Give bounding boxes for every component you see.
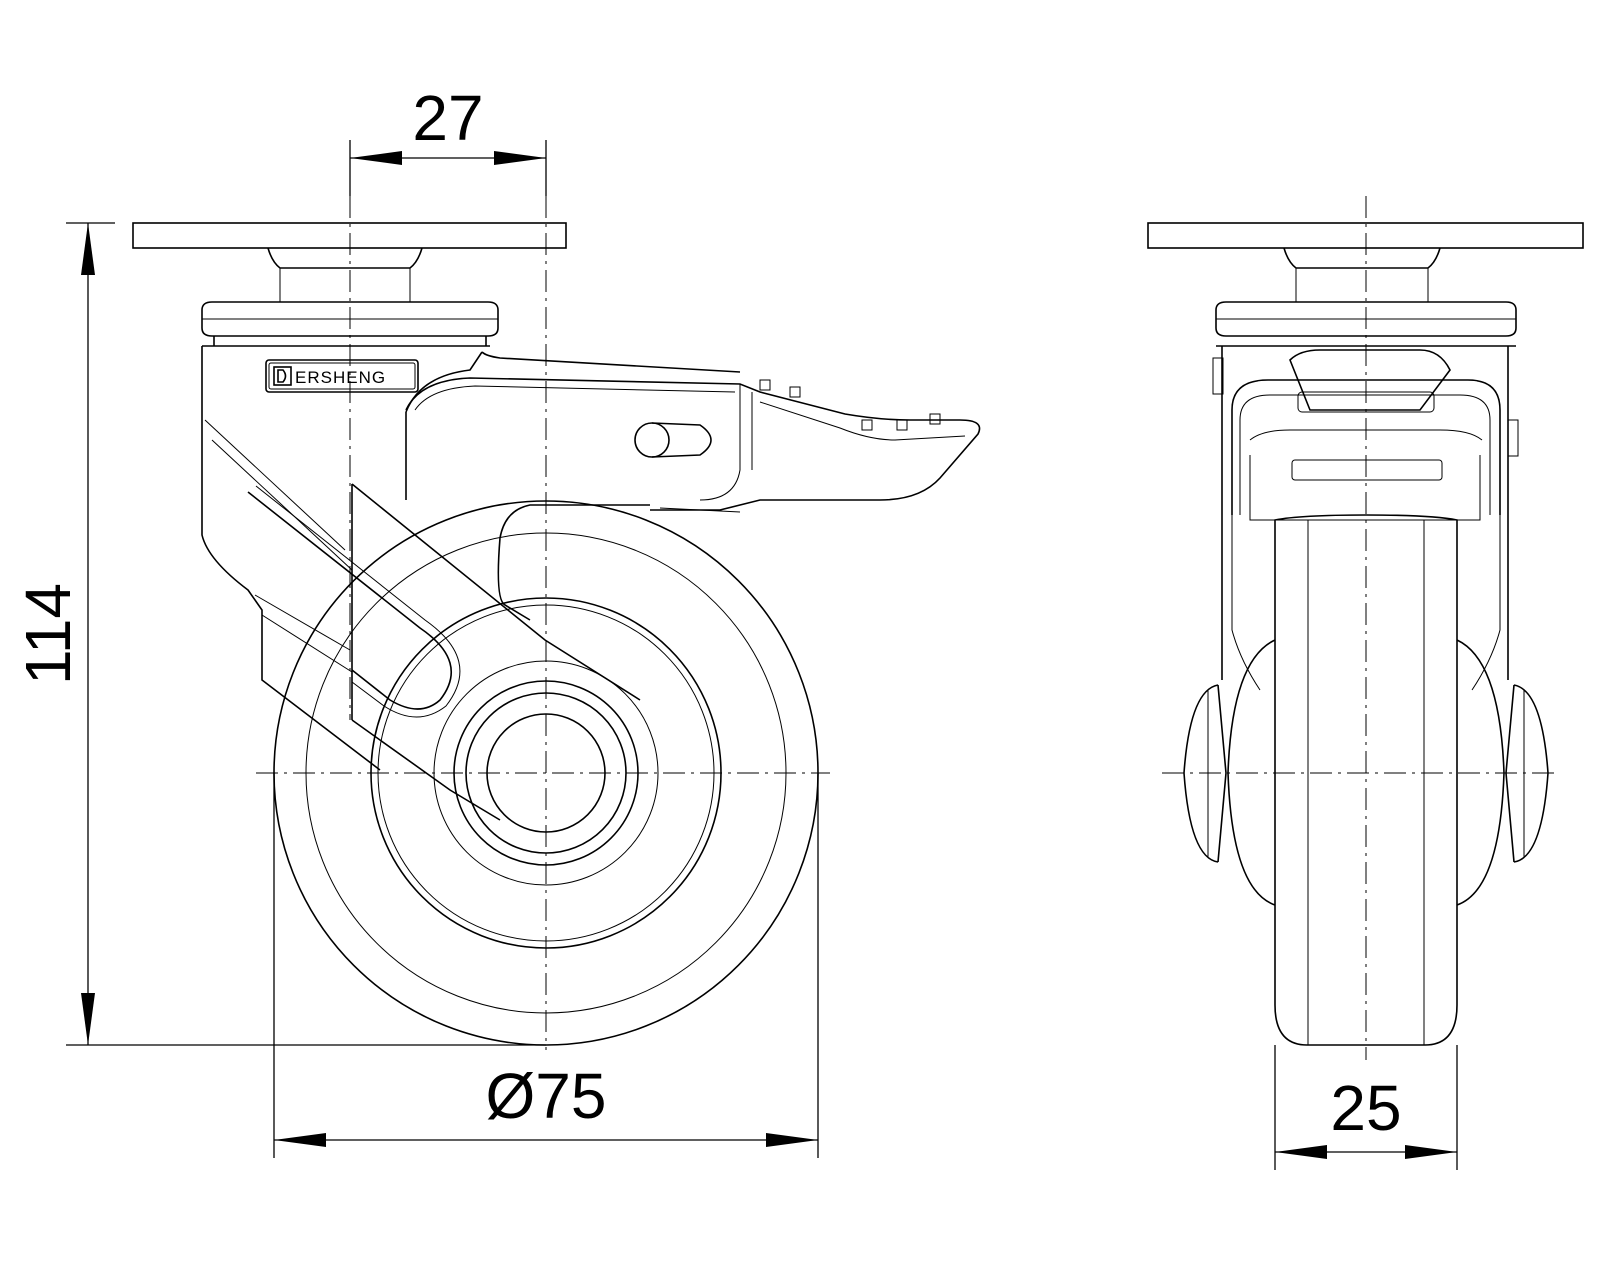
front-fork — [1212, 346, 1519, 691]
side-view: ERSHENG 27 — [12, 82, 981, 1158]
wheel-width-label: 25 — [1330, 1072, 1401, 1144]
wheel-diameter-label: Ø75 — [486, 1060, 607, 1132]
letter-d-logo-icon — [273, 366, 292, 386]
front-view: 25 — [1147, 196, 1584, 1170]
dimension-wheel-diameter: Ø75 — [273, 773, 819, 1158]
brand-name: ERSHENG — [295, 368, 386, 387]
brake-lever — [405, 377, 981, 513]
brand-label: ERSHENG — [265, 359, 419, 393]
dimension-wheel-width: 25 — [1274, 1045, 1458, 1170]
dimension-offset: 27 — [349, 82, 547, 196]
dimension-height: 114 — [12, 222, 546, 1046]
height-label: 114 — [12, 583, 84, 685]
fork-body — [201, 346, 741, 821]
offset-label: 27 — [412, 82, 483, 154]
